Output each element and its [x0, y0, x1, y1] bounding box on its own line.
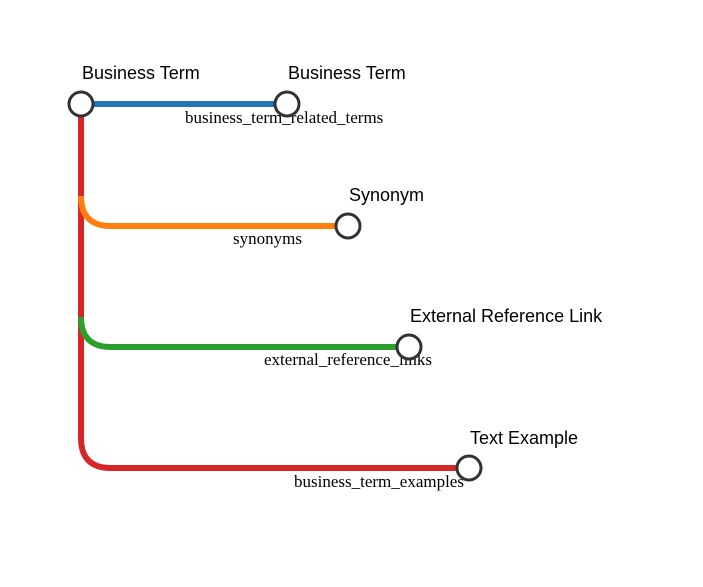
edge-synonyms — [78, 195, 348, 229]
edges — [78, 101, 469, 471]
node-root[interactable]: Business Term — [67, 63, 200, 118]
edge-label-examples: business_term_examples — [294, 472, 464, 491]
node-external-reference-link-circle[interactable] — [395, 333, 423, 361]
node-synonym[interactable]: Synonym — [334, 185, 424, 240]
node-root-label: Business Term — [82, 63, 200, 83]
node-text-example-label: Text Example — [470, 428, 578, 448]
edge-external-reference-links — [78, 316, 409, 350]
node-text-example-circle[interactable] — [455, 454, 483, 482]
node-synonym-circle[interactable] — [334, 212, 362, 240]
edge-labels: business_term_related_terms synonyms ext… — [185, 108, 464, 491]
edge-label-related-terms: business_term_related_terms — [185, 108, 383, 127]
node-business-term-circle[interactable] — [273, 90, 301, 118]
edge-trunk — [78, 104, 469, 471]
edge-label-synonyms: synonyms — [233, 229, 302, 248]
node-external-reference-link[interactable]: External Reference Link — [395, 306, 603, 361]
node-text-example[interactable]: Text Example — [455, 428, 578, 482]
node-root-circle[interactable] — [67, 90, 95, 118]
node-business-term-label: Business Term — [288, 63, 406, 83]
node-business-term[interactable]: Business Term — [273, 63, 406, 118]
node-external-reference-link-label: External Reference Link — [410, 306, 603, 326]
node-synonym-label: Synonym — [349, 185, 424, 205]
nodes: Business Term Business Term Synonym Exte… — [67, 63, 603, 482]
edge-label-external-reference-links: external_reference_links — [264, 350, 432, 369]
